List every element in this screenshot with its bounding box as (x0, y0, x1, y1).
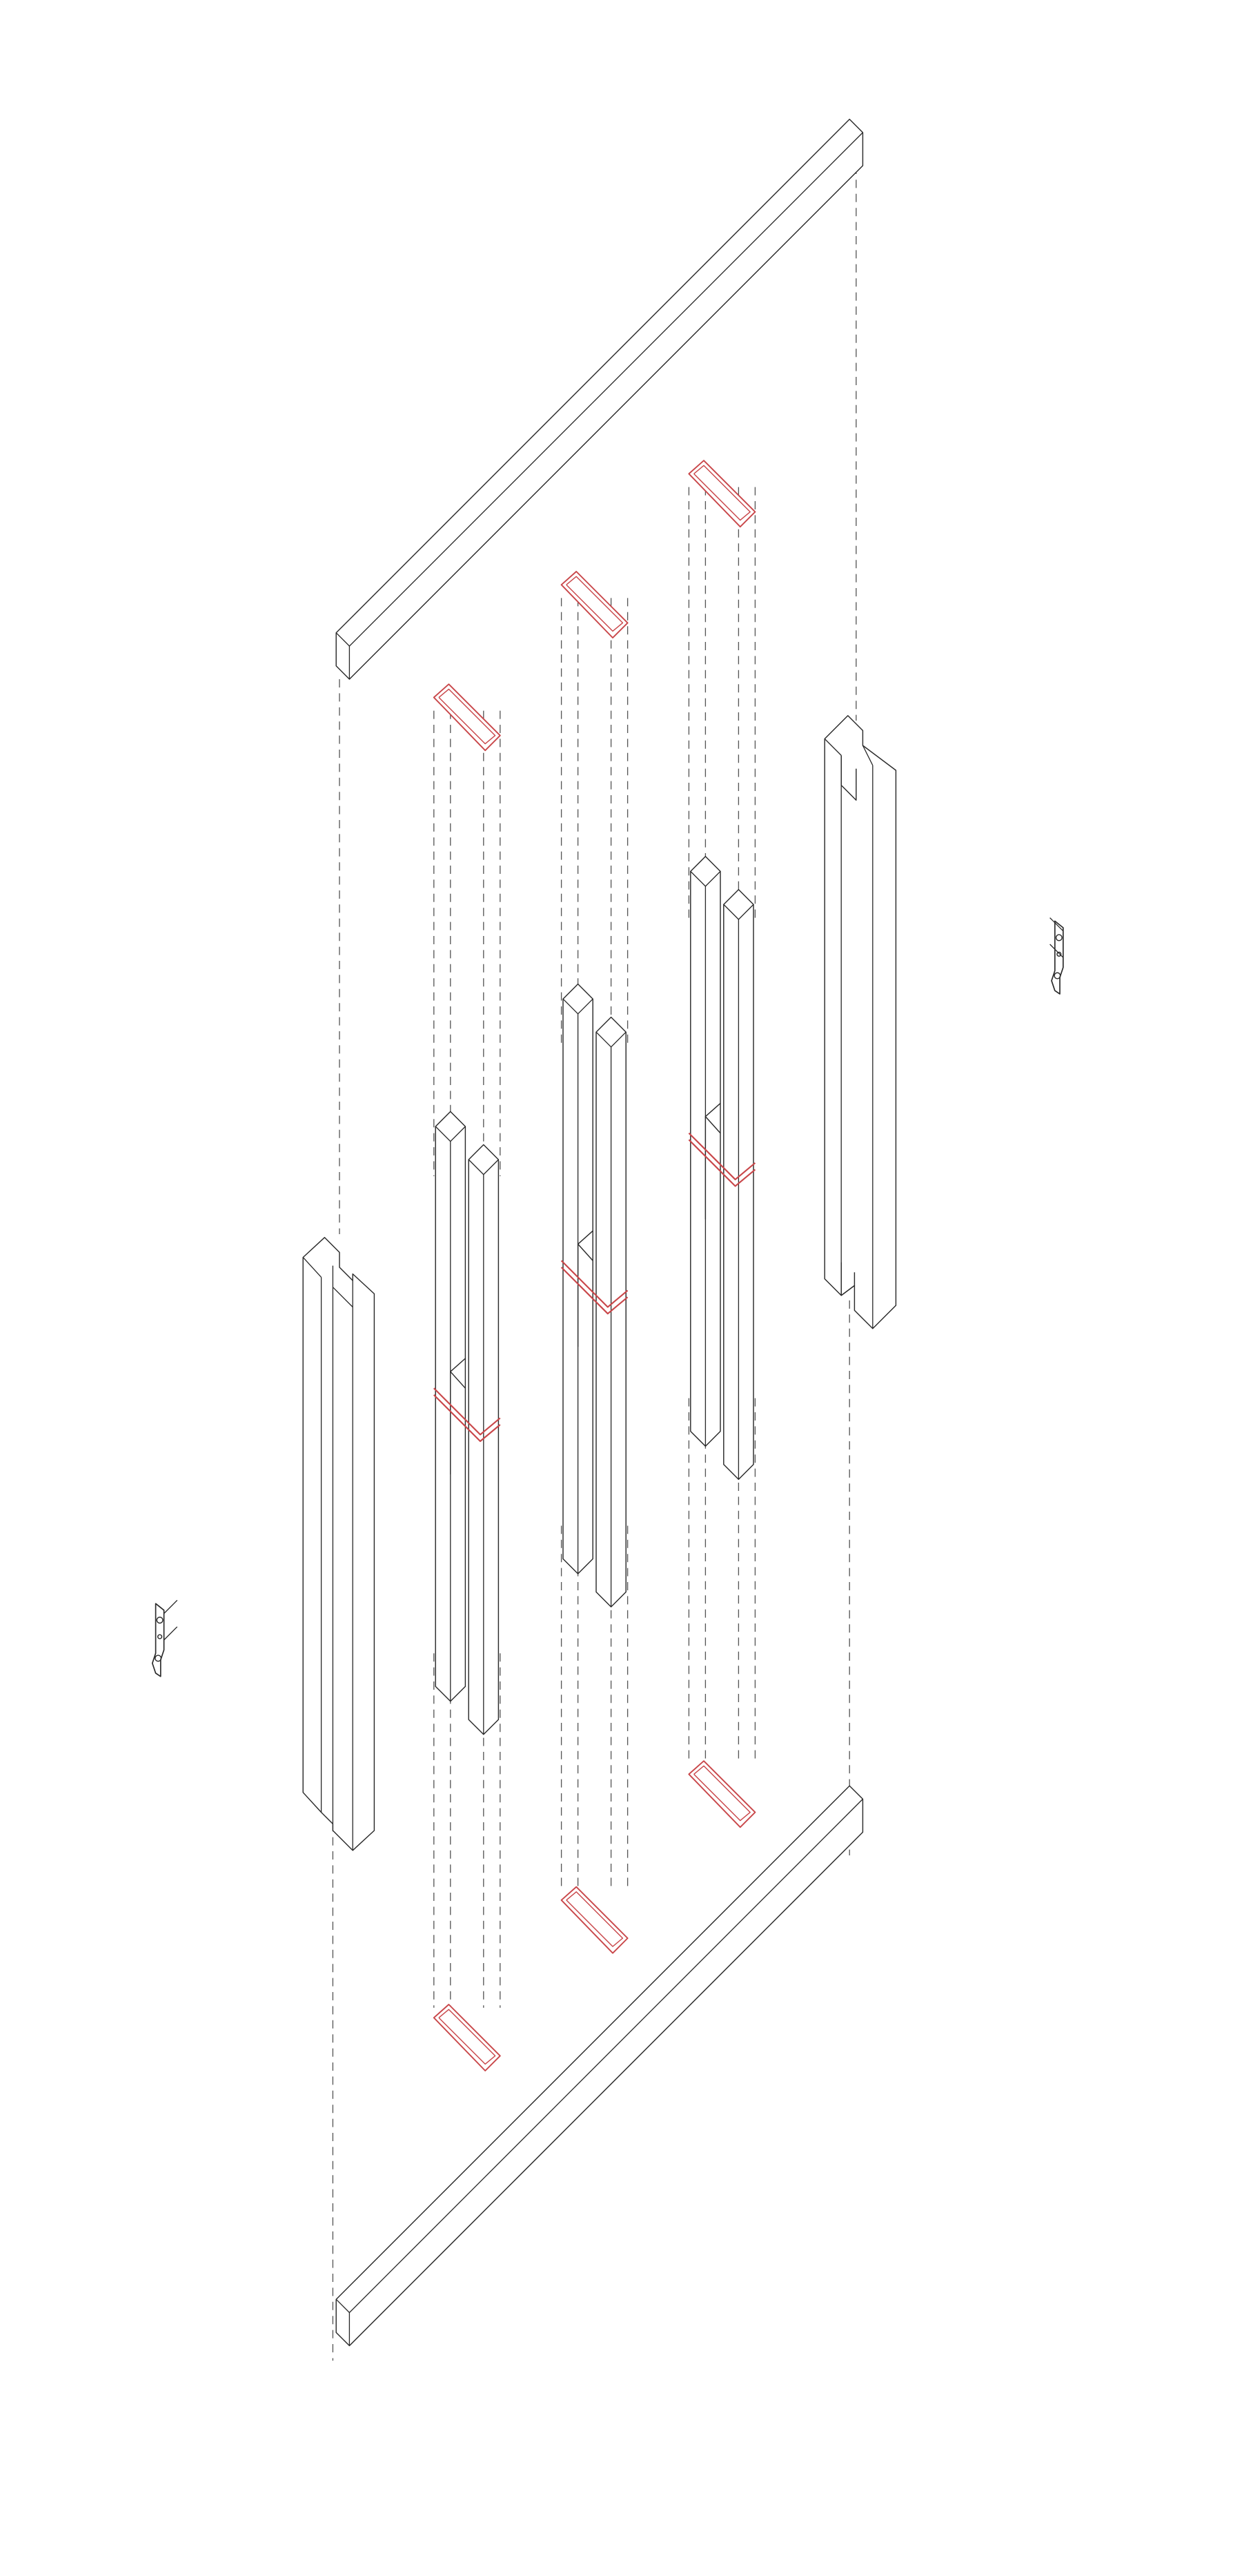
cap-inner (438, 688, 496, 745)
bracket-detail-left (151, 1599, 178, 1677)
bottom-beam (335, 1785, 864, 2347)
cap-inner (438, 2009, 496, 2065)
slot-notch (840, 755, 857, 801)
cap-outline (560, 1886, 629, 1954)
cap-outline (688, 1760, 756, 1828)
bracket-hole (1056, 951, 1062, 957)
side-post-edge (302, 1257, 322, 1278)
side-post-outline (302, 1237, 375, 1851)
left-side-post (302, 1237, 375, 1851)
notch-edge (332, 1287, 353, 1308)
red-top-cap (560, 571, 629, 638)
bracket-pin (1049, 917, 1064, 932)
cap-inner (693, 465, 751, 521)
post-top-edge (562, 998, 579, 1015)
post-top-edge (738, 904, 754, 920)
red-top-cap (433, 683, 501, 752)
cap-inner (693, 1765, 751, 1822)
post-top-edge (578, 998, 593, 1015)
red-ring (560, 1260, 629, 1315)
cap-outline (433, 2004, 501, 2071)
bracket-plate (1051, 920, 1064, 995)
post-top-edge (595, 1031, 612, 1048)
post-pair-3 (688, 460, 756, 1828)
side-post-edge (862, 745, 874, 766)
post-top-edge (690, 870, 706, 887)
cap-outline (688, 460, 756, 528)
top-beam (335, 119, 864, 680)
ring-edge (688, 1132, 756, 1180)
ring-edge (433, 1387, 501, 1436)
beam-end-edge (335, 632, 350, 647)
red-top-cap (688, 460, 756, 528)
post-top-edge (450, 1126, 466, 1142)
post-pair-1 (433, 683, 501, 2071)
red-bottom-cap (560, 1886, 629, 1954)
post-top-edge (435, 1126, 451, 1142)
cap-outline (433, 683, 501, 752)
beam-outline (335, 1785, 864, 2347)
bracket-hole (1054, 972, 1061, 979)
beam-end-edge (335, 2299, 350, 2313)
ring-edge (688, 1139, 756, 1187)
ring-edge (560, 1267, 629, 1315)
red-bottom-cap (688, 1760, 756, 1828)
bracket-hole (156, 1617, 164, 1624)
bracket-pin (164, 1599, 178, 1614)
bracket-plate (151, 1603, 165, 1677)
post-right (595, 1016, 627, 1608)
bracket-hole (155, 1655, 162, 1662)
cap-inner (566, 576, 624, 632)
post-top-edge (704, 870, 721, 887)
right-side-post (824, 715, 897, 1329)
guide-lines (332, 166, 857, 2361)
bracket-hole (157, 1634, 163, 1639)
post-top-edge (468, 1159, 484, 1175)
post-top-edge (611, 1031, 627, 1048)
beam-outline (335, 119, 864, 680)
cap-outline (560, 571, 629, 638)
post-right (468, 1144, 500, 1735)
bracket-pin (164, 1626, 178, 1641)
beam-edge (348, 132, 863, 647)
cap-inner (566, 1891, 624, 1947)
side-post-outline (824, 715, 897, 1329)
post-pair-2 (560, 571, 629, 1954)
bracket-hole (1055, 934, 1063, 941)
red-ring (688, 1132, 756, 1187)
beam-edge (348, 1798, 863, 2313)
ring-edge (560, 1260, 629, 1308)
post-right (723, 889, 754, 1480)
side-post-edge (824, 738, 842, 756)
slot-notch (840, 1262, 856, 1296)
post-top-edge (723, 904, 739, 920)
post-top-edge (483, 1159, 499, 1175)
ring-edge (433, 1394, 501, 1443)
bracket-detail-right (1049, 917, 1064, 995)
red-ring (433, 1387, 501, 1443)
red-bottom-cap (433, 2004, 501, 2071)
